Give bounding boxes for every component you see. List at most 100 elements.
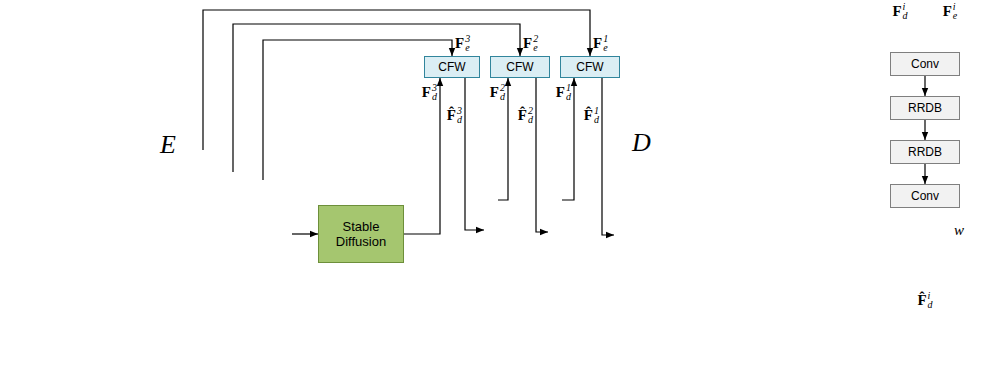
symbol-subscript: e [465, 43, 470, 52]
symbol-subscript: e [603, 43, 608, 52]
feature-symbol: Fd2 [490, 83, 505, 101]
conv-box: Conv [890, 52, 960, 76]
symbol-subscript: d [928, 300, 933, 309]
symbol-indices: e3 [465, 34, 470, 52]
feature-symbol: F̂d1 [584, 106, 599, 124]
encoder-feature-bar [226, 172, 240, 272]
feature-symbol: F̂di [917, 291, 932, 309]
connector [292, 233, 318, 234]
conv-box: Conv [890, 184, 960, 208]
add-cross [918, 251, 932, 265]
symbol-subscript: d [432, 92, 437, 101]
node-label: D [632, 128, 651, 158]
symbol-superscript: 2 [528, 106, 533, 115]
decoder-feature-bar [614, 172, 628, 310]
symbol-base: F̂ [917, 292, 926, 308]
rrdb-box: RRDB [890, 140, 960, 164]
feature-symbol: Fei [943, 2, 958, 20]
multiply-symbol [919, 224, 931, 236]
symbol-base: F [556, 84, 565, 100]
feature-symbol: Fe2 [523, 34, 538, 52]
symbol-base: F [490, 84, 499, 100]
decoder-feature-bar [484, 190, 498, 270]
wire [924, 208, 925, 223]
symbol-base: F̂ [447, 107, 456, 123]
symbol-base: F [892, 3, 901, 19]
encoder-block: E [148, 120, 292, 360]
cfw-box: CFW [424, 56, 480, 78]
connector [498, 78, 508, 200]
node-label: CFW [438, 60, 465, 74]
cfw-panel [852, 30, 1000, 280]
input-image [6, 140, 112, 252]
symbol-superscript: 3 [432, 83, 437, 92]
trapezoid-outline [455, 120, 660, 355]
feature-symbol: Fd1 [556, 83, 571, 101]
node-label: RRDB [908, 145, 942, 159]
symbol-base: F [523, 35, 532, 51]
connector [924, 76, 925, 96]
connector [924, 164, 925, 184]
trapezoid-shape [148, 122, 292, 352]
connector [924, 120, 925, 140]
cfw-box: CFW [490, 56, 550, 78]
symbol-indices: ei [953, 2, 957, 20]
divider-line [831, 0, 832, 385]
trapezoid-shape [455, 122, 660, 352]
cfw-box: CFW [560, 56, 620, 78]
feature-symbol: Fd3 [422, 83, 437, 101]
symbol-indices: d2 [528, 106, 533, 124]
symbol-superscript: i [928, 291, 933, 300]
encoder-feature-bar [256, 180, 270, 265]
symbol-superscript: i [953, 2, 957, 11]
symbol-base: F [422, 84, 431, 100]
wire [924, 236, 925, 250]
symbol-subscript: d [500, 92, 505, 101]
symbol-indices: d3 [457, 106, 462, 124]
node-label: E [160, 130, 176, 160]
weight-symbol: w [954, 223, 964, 238]
symbol-subscript: e [533, 43, 538, 52]
symbol-subscript: d [457, 115, 462, 124]
symbol-superscript: 2 [500, 83, 505, 92]
lock-icon [170, 325, 182, 334]
symbol-indices: d1 [566, 83, 571, 101]
output-image [694, 140, 800, 252]
symbol-base: F [455, 35, 464, 51]
symbol-superscript: i [903, 2, 908, 11]
symbol-indices: e2 [533, 34, 538, 52]
symbol-subscript: d [594, 115, 599, 124]
symbol-base: F̂ [518, 107, 527, 123]
add-symbol [918, 251, 932, 265]
symbol-base: F̂ [584, 107, 593, 123]
connector [465, 78, 484, 230]
symbol-subscript: d [566, 92, 571, 101]
symbol-subscript: d [528, 115, 533, 124]
symbol-superscript: 3 [457, 106, 462, 115]
symbol-indices: d3 [432, 83, 437, 101]
output-arrow [661, 234, 692, 235]
encoder-feature-bar [196, 150, 210, 290]
feature-symbol: Fe1 [593, 34, 608, 52]
symbol-base: F [593, 35, 602, 51]
lock-shackle [173, 318, 180, 326]
symbol-subscript: e [953, 11, 957, 20]
connector [404, 78, 440, 234]
diffusion-box: Stable Diffusion [318, 205, 404, 263]
weight-arrow [932, 229, 950, 230]
connector [536, 78, 548, 232]
symbol-base: F [943, 3, 952, 19]
connector [233, 24, 520, 172]
symbol-indices: di [928, 291, 933, 309]
decoder-block: D [455, 120, 660, 355]
node-label: RRDB [908, 101, 942, 115]
symbol-superscript: 1 [594, 106, 599, 115]
output-wire [924, 265, 925, 288]
feature-symbol: Fdi [892, 2, 907, 20]
node-label: CFW [576, 60, 603, 74]
node-label: CFW [506, 60, 533, 74]
input-wire [949, 24, 950, 51]
symbol-superscript: 3 [465, 34, 470, 43]
node-label: Stable Diffusion [323, 219, 399, 249]
symbol-indices: e1 [603, 34, 608, 52]
